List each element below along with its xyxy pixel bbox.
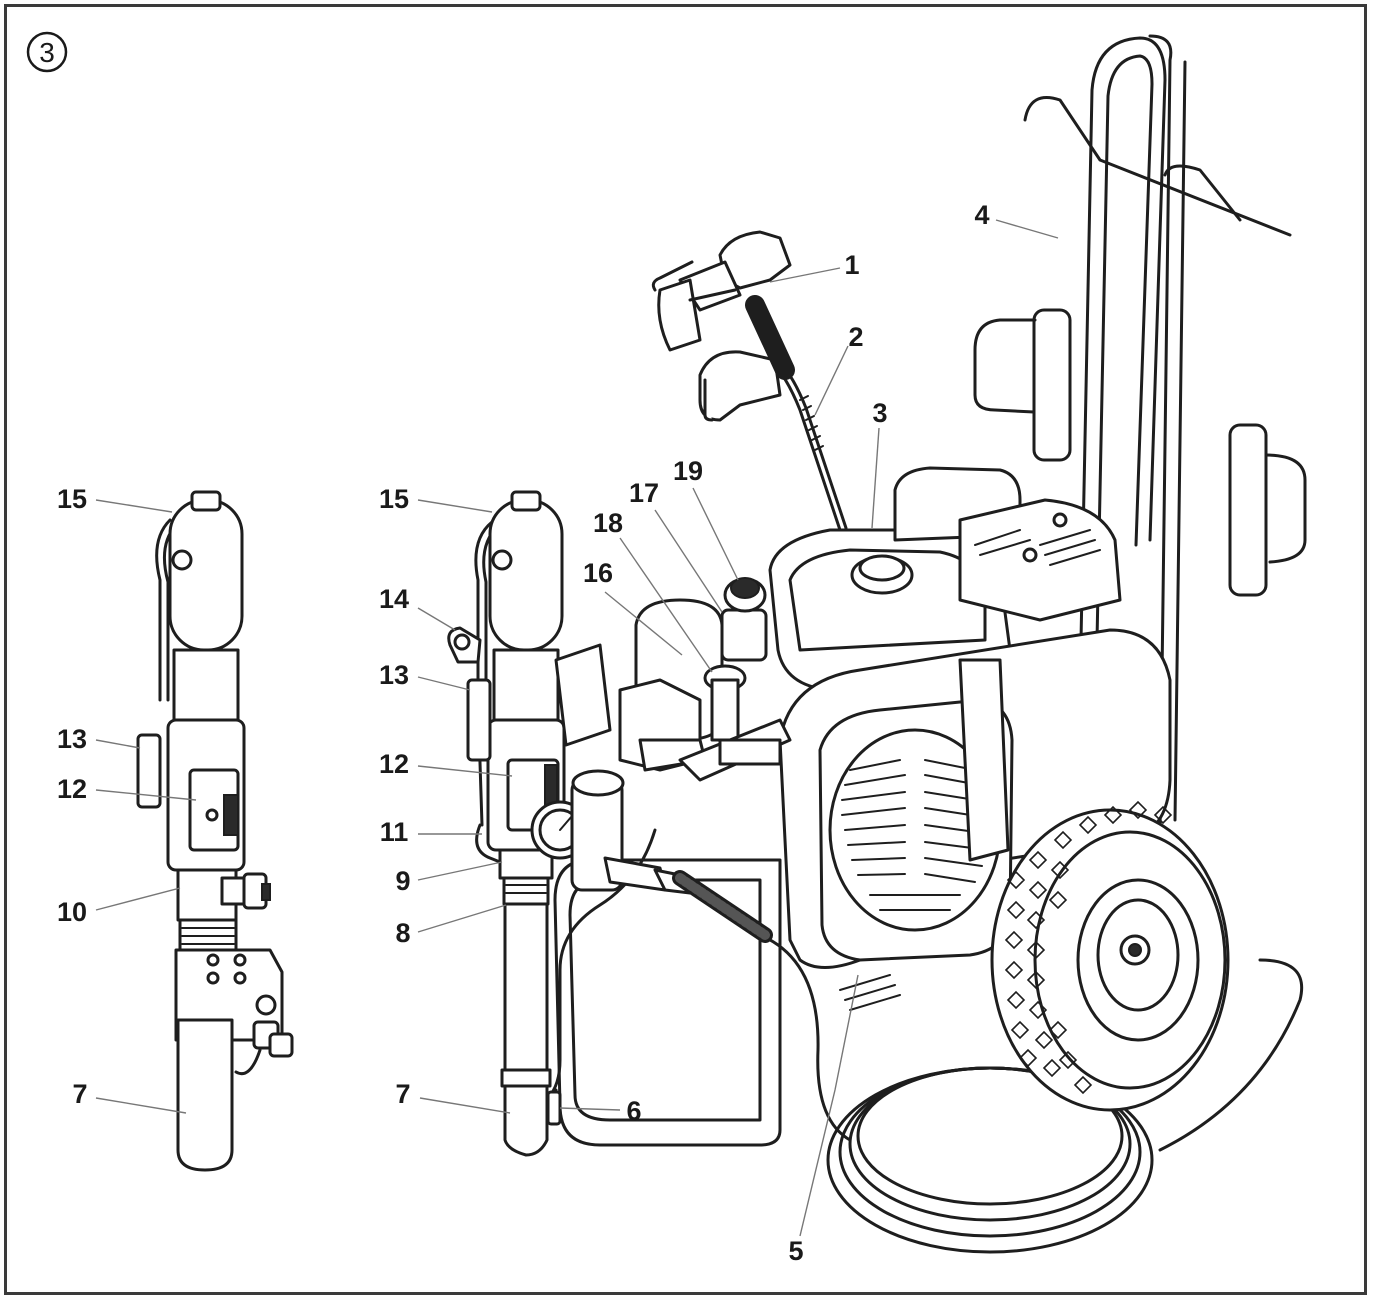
- callout-12-machine: 12: [379, 749, 409, 779]
- filter-valve-area: [618, 577, 792, 782]
- callout-11: 11: [380, 817, 409, 847]
- figure-number-badge: 3: [26, 31, 68, 73]
- callout-19: 19: [673, 456, 703, 486]
- callout-17: 17: [629, 478, 659, 508]
- pump-assembly-detail: [136, 490, 294, 1172]
- wheel-tread: [1004, 800, 1173, 1095]
- callout-9: 9: [395, 866, 410, 896]
- cart-frame: [553, 34, 1307, 1147]
- callout-16: 16: [583, 558, 613, 588]
- mounted-fluid-pump: [447, 490, 667, 1157]
- callout-10: 10: [57, 897, 87, 927]
- hose-fitting: [653, 868, 773, 943]
- spray-gun: [651, 230, 795, 422]
- wheel: [990, 800, 1230, 1112]
- callout-5: 5: [788, 1236, 803, 1266]
- callout-2: 2: [848, 322, 863, 352]
- callout-6: 6: [626, 1096, 641, 1126]
- hydraulic-housing: [778, 628, 1172, 1011]
- leader-lines: [95, 219, 1059, 1237]
- figure-frame: [4, 4, 1367, 1295]
- callout-7-detail: 7: [72, 1079, 87, 1109]
- high-pressure-hose-coil: [758, 933, 1303, 1254]
- callout-1: 1: [844, 250, 859, 280]
- callout-13-detail: 13: [57, 724, 87, 754]
- callout-15-machine: 15: [379, 484, 409, 514]
- callout-7-machine: 7: [395, 1079, 410, 1109]
- airless-sprayer-machine: [447, 34, 1307, 1254]
- callout-labels: 1 2 3 4 5 6 7 7 8 9 10 11 12 12 13 13 14…: [57, 200, 990, 1266]
- figure-number: 3: [39, 37, 55, 68]
- callout-4: 4: [974, 200, 989, 230]
- callout-8: 8: [395, 918, 410, 948]
- callout-3: 3: [872, 398, 887, 428]
- whip-hose: [778, 368, 848, 532]
- callout-15-detail: 15: [57, 484, 87, 514]
- callout-12-detail: 12: [57, 774, 87, 804]
- callout-18: 18: [593, 508, 623, 538]
- gasoline-engine: [768, 466, 1122, 692]
- callout-13-machine: 13: [379, 660, 409, 690]
- fan-grille-slots: [841, 759, 991, 911]
- callout-14: 14: [379, 584, 409, 614]
